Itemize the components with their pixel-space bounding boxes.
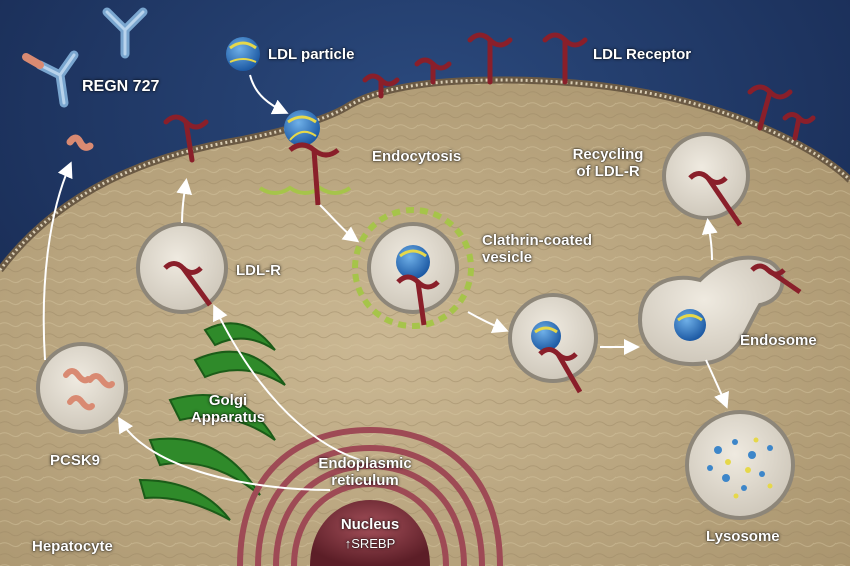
pcsk9-icon xyxy=(66,134,94,151)
receptor-icon xyxy=(414,57,452,85)
ldl-particle-icon xyxy=(226,37,260,71)
ldl-particle-icon xyxy=(284,110,320,146)
clathrin-coated-vesicle xyxy=(352,207,474,329)
clathrin-label-line1: Clathrin-coated xyxy=(482,232,593,249)
ldl-r-label: LDL-R xyxy=(236,262,281,279)
hepatocyte-label: Hepatocyte xyxy=(32,538,113,555)
recycling-label: Recycling of LDL-R xyxy=(558,146,658,180)
clathrin-label-line2: vesicle xyxy=(482,249,533,266)
er-label: Endoplasmic reticulum xyxy=(300,455,430,489)
golgi-label-line1: Golgi xyxy=(208,392,248,409)
receptor-icon xyxy=(467,32,513,85)
receptor-icon xyxy=(362,73,400,99)
endocytosis-pit xyxy=(258,110,352,206)
endosome xyxy=(637,255,802,367)
recycling-label-line2: of LDL-R xyxy=(576,163,640,180)
recycling-label-line1: Recycling xyxy=(572,146,644,163)
lysosome xyxy=(685,410,795,520)
er-label-line1: Endoplasmic xyxy=(318,455,412,472)
pcsk9-label: PCSK9 xyxy=(50,452,101,469)
endosome-label: Endosome xyxy=(740,332,817,349)
ldl-r-vesicle xyxy=(136,222,228,314)
vesicle-icon xyxy=(508,293,598,394)
clathrin-label: Clathrin-coated vesicle xyxy=(482,232,592,266)
receptor-icon xyxy=(542,32,588,85)
er-label-line2: reticulum xyxy=(331,472,399,489)
recycling-vesicle xyxy=(662,132,750,227)
lysosome-label: Lysosome xyxy=(706,528,780,545)
nucleus xyxy=(310,500,430,566)
nucleus-label: Nucleus xyxy=(340,516,400,533)
endocytosis-label: Endocytosis xyxy=(372,148,462,165)
ldl-particle-label: LDL particle xyxy=(268,46,355,63)
antibody-icon xyxy=(22,50,79,108)
pathway-arrows xyxy=(42,74,729,491)
receptor-icon xyxy=(782,112,816,141)
golgi-label-line2: Apparatus xyxy=(190,409,266,426)
regn-727-label: REGN 727 xyxy=(82,78,160,95)
endoplasmic-reticulum xyxy=(237,426,503,566)
receptor-icon xyxy=(747,84,793,131)
receptor-icon xyxy=(163,114,209,163)
ldl-receptor-label: LDL Receptor xyxy=(593,46,692,63)
srebp-label: ↑SREBP xyxy=(344,536,396,551)
pcsk9-vesicle xyxy=(36,342,128,434)
golgi-apparatus xyxy=(138,322,286,521)
antibody-icon xyxy=(102,7,148,59)
golgi-label: Golgi Apparatus xyxy=(188,392,268,426)
